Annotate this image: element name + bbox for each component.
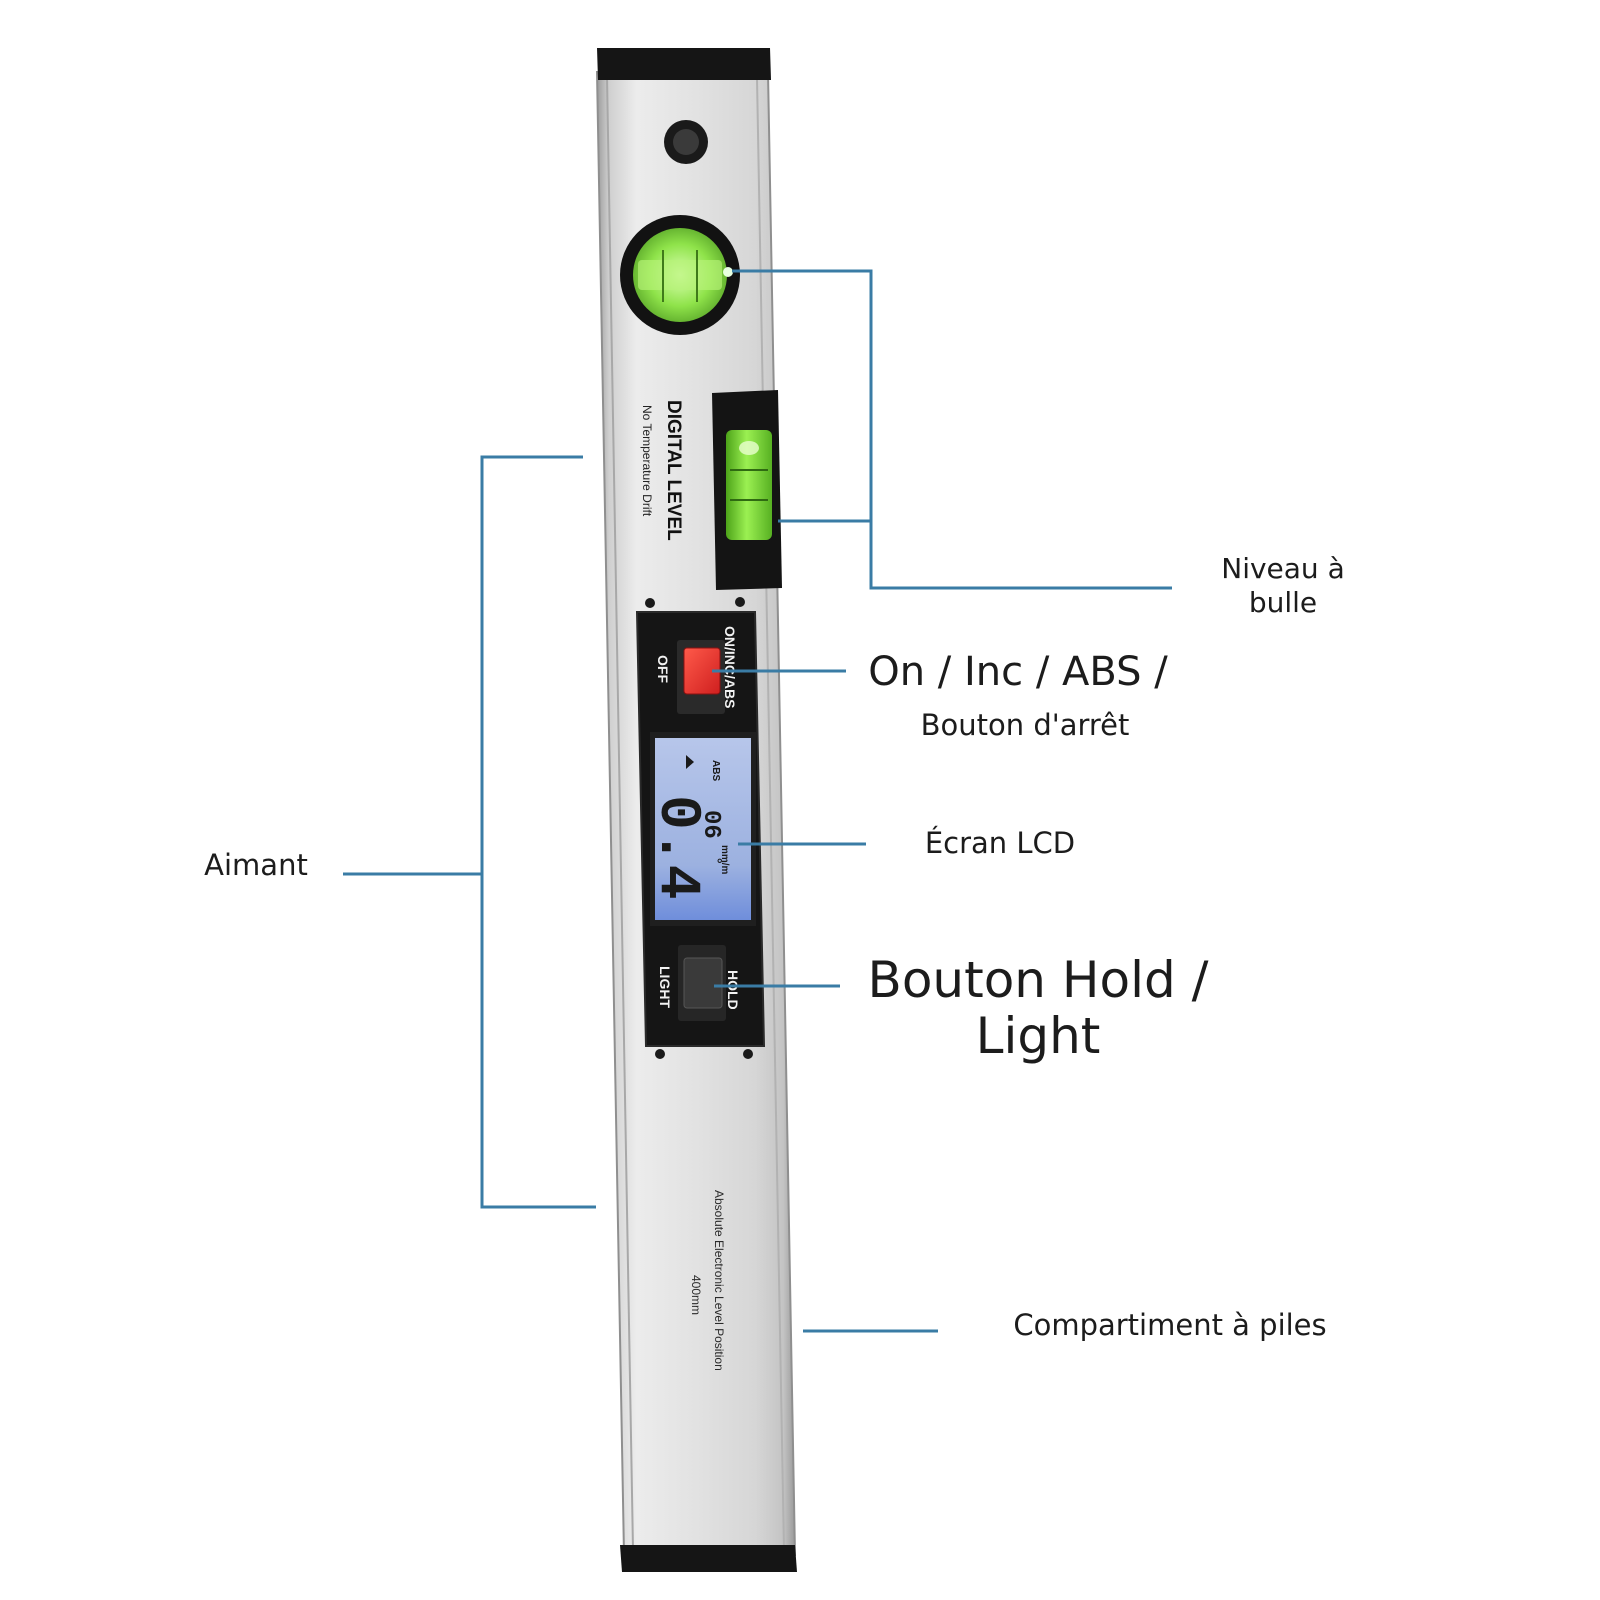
device-title: DIGITAL LEVEL xyxy=(663,400,684,541)
callout-bubble-level-line1: Niveau à xyxy=(1221,552,1345,585)
callout-hold-light-line2: Light xyxy=(975,1007,1101,1065)
lcd-arrow-indicator xyxy=(686,755,694,769)
callout-battery: Compartiment à piles xyxy=(1013,1308,1327,1342)
device-footer-line2: 400mm xyxy=(689,1275,703,1315)
hanging-hole xyxy=(664,120,708,164)
leader-lines xyxy=(343,269,1172,1333)
side-bubble-vial xyxy=(712,390,782,590)
power-on-label: ON/INC/ABS xyxy=(722,626,738,708)
device-footer-line1: Absolute Electronic Level Position xyxy=(712,1190,726,1371)
lcd-secondary-reading: 06 xyxy=(697,810,724,839)
callout-hold-light-line1: Bouton Hold / xyxy=(867,951,1209,1009)
body-groove-left xyxy=(606,77,634,1551)
lcd-screen xyxy=(650,732,756,926)
lcd-mode: ABS xyxy=(710,760,721,781)
body-groove-right xyxy=(756,77,785,1551)
hold-label: HOLD xyxy=(725,970,741,1010)
lcd-unit: mm/m xyxy=(719,845,730,875)
leader-bubble-level xyxy=(732,269,1172,590)
callout-lcd-screen: Écran LCD xyxy=(924,826,1076,860)
device-subtitle: No Temperature Drift xyxy=(640,405,654,517)
bottom-end-cap xyxy=(620,1545,797,1572)
callout-power-button-subtext: Bouton d'arrêt xyxy=(920,708,1130,742)
callout-power-button: On / Inc / ABS / xyxy=(868,649,1168,695)
callout-bubble-level: Niveau à bulle xyxy=(1198,552,1368,619)
callout-magnet: Aimant xyxy=(204,848,308,882)
hold-light-button[interactable] xyxy=(683,957,723,1009)
light-label: LIGHT xyxy=(657,966,673,1008)
power-off-label: OFF xyxy=(655,655,671,683)
callout-bubble-level-line2: bulle xyxy=(1248,585,1318,619)
leader-magnet-bracket xyxy=(480,455,596,1209)
lcd-degree-symbol: ° xyxy=(709,858,725,864)
top-end-cap xyxy=(597,48,771,80)
callout-hold-light: Bouton Hold / Light xyxy=(848,952,1228,1064)
lcd-main-reading: 0.4 xyxy=(644,795,709,899)
round-bubble-vial xyxy=(620,215,740,335)
